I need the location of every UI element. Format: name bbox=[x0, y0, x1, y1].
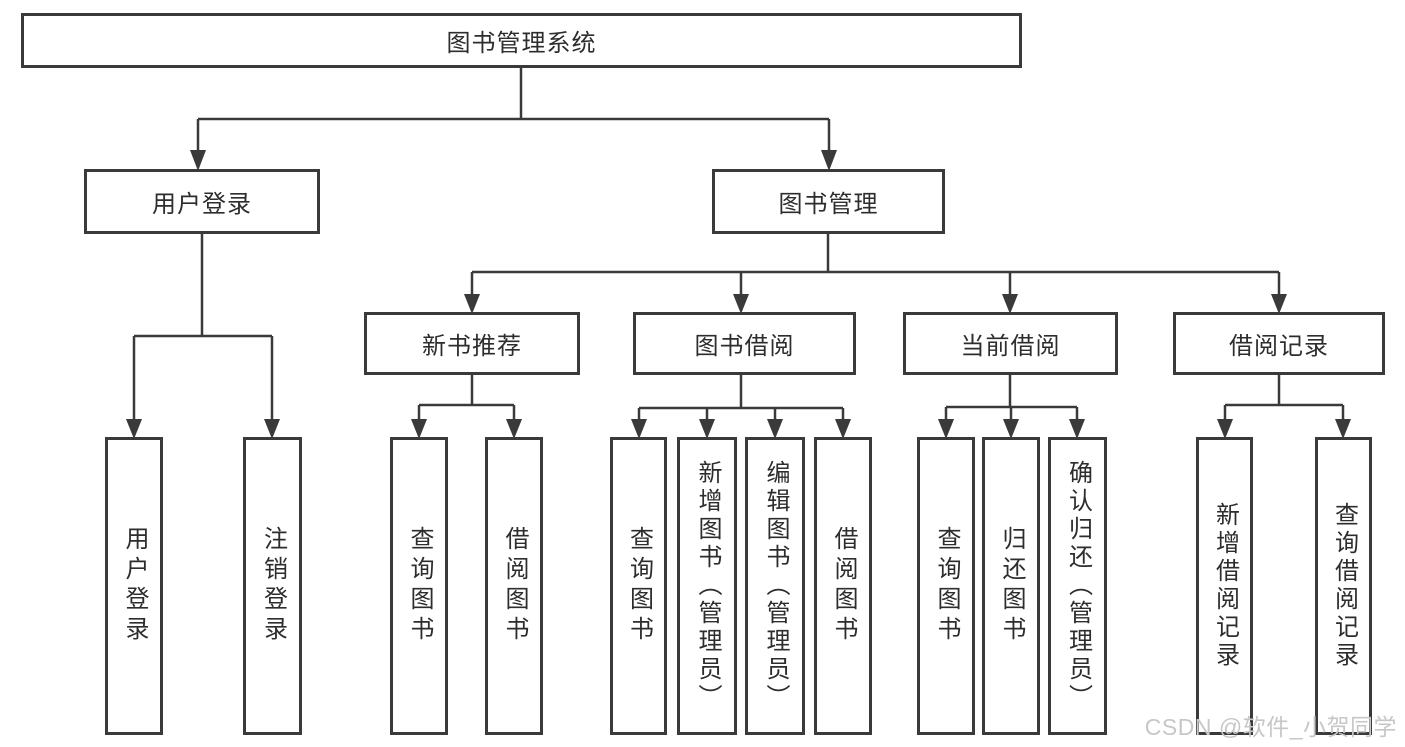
node-label: 查询图书 bbox=[625, 526, 653, 646]
edge-userlogin-to-leaves bbox=[132, 234, 274, 421]
node-label: 查询图书 bbox=[406, 526, 433, 646]
edge-records-to-leaves bbox=[1223, 375, 1345, 421]
leaf-logout: 注销登录 bbox=[243, 437, 302, 735]
node-label: 借阅记录 bbox=[1229, 333, 1329, 360]
leaf-recommend-query-books: 查询图书 bbox=[390, 437, 448, 735]
node-current-borrowing: 当前借阅 bbox=[903, 312, 1118, 375]
edge-bookmgmt-to-level3 bbox=[470, 234, 1281, 296]
node-borrow-records: 借阅记录 bbox=[1173, 312, 1385, 375]
node-label: 借阅图书 bbox=[830, 526, 857, 646]
node-book-borrowing: 图书借阅 bbox=[633, 312, 856, 375]
node-label: 确认归还（管理员） bbox=[1064, 460, 1092, 712]
node-user-login: 用户登录 bbox=[84, 169, 320, 234]
leaf-return-books: 归还图书 bbox=[982, 437, 1040, 735]
node-label: 借阅图书 bbox=[501, 526, 528, 646]
leaf-edit-books-admin: 编辑图书（管理员） bbox=[745, 437, 805, 735]
node-label: 注销登录 bbox=[259, 526, 287, 646]
arrowheads bbox=[126, 150, 1351, 439]
leaf-borrow-query-books: 查询图书 bbox=[610, 437, 667, 735]
leaf-user-login: 用户登录 bbox=[105, 437, 163, 735]
node-label: 归还图书 bbox=[998, 526, 1025, 646]
leaf-borrow-books: 借阅图书 bbox=[814, 437, 872, 735]
node-label: 图书借阅 bbox=[694, 333, 795, 360]
node-label: 图书管理 bbox=[778, 191, 879, 218]
node-label: 编辑图书（管理员） bbox=[762, 460, 789, 712]
edge-current-to-leaves bbox=[944, 375, 1079, 421]
node-label: 查询借阅记录 bbox=[1330, 502, 1358, 670]
edge-newbook-to-leaves bbox=[417, 375, 516, 421]
node-label: 新书推荐 bbox=[422, 333, 522, 360]
leaf-add-borrow-record: 新增借阅记录 bbox=[1196, 437, 1253, 735]
leaf-recommend-borrow-books: 借阅图书 bbox=[485, 437, 543, 735]
edge-root-to-level2 bbox=[196, 68, 831, 153]
leaf-query-borrow-record: 查询借阅记录 bbox=[1315, 437, 1372, 735]
node-label: 用户登录 bbox=[121, 526, 148, 646]
node-label: 新增图书（管理员） bbox=[694, 460, 721, 712]
leaf-confirm-return-admin: 确认归还（管理员） bbox=[1048, 437, 1107, 735]
node-label: 当前借阅 bbox=[960, 333, 1061, 360]
watermark-text: CSDN @软件_小贺同学 bbox=[1144, 714, 1397, 740]
node-new-book-recommend: 新书推荐 bbox=[364, 312, 580, 375]
node-label: 新增借阅记录 bbox=[1211, 502, 1239, 670]
node-root: 图书管理系统 bbox=[21, 13, 1022, 68]
node-label: 图书管理系统 bbox=[446, 30, 597, 57]
edge-borrow-to-leaves bbox=[637, 375, 845, 421]
node-book-management: 图书管理 bbox=[712, 169, 945, 234]
leaf-add-books-admin: 新增图书（管理员） bbox=[677, 437, 737, 735]
node-label: 用户登录 bbox=[152, 191, 252, 218]
leaf-current-query-books: 查询图书 bbox=[917, 437, 975, 735]
node-label: 查询图书 bbox=[933, 526, 960, 646]
